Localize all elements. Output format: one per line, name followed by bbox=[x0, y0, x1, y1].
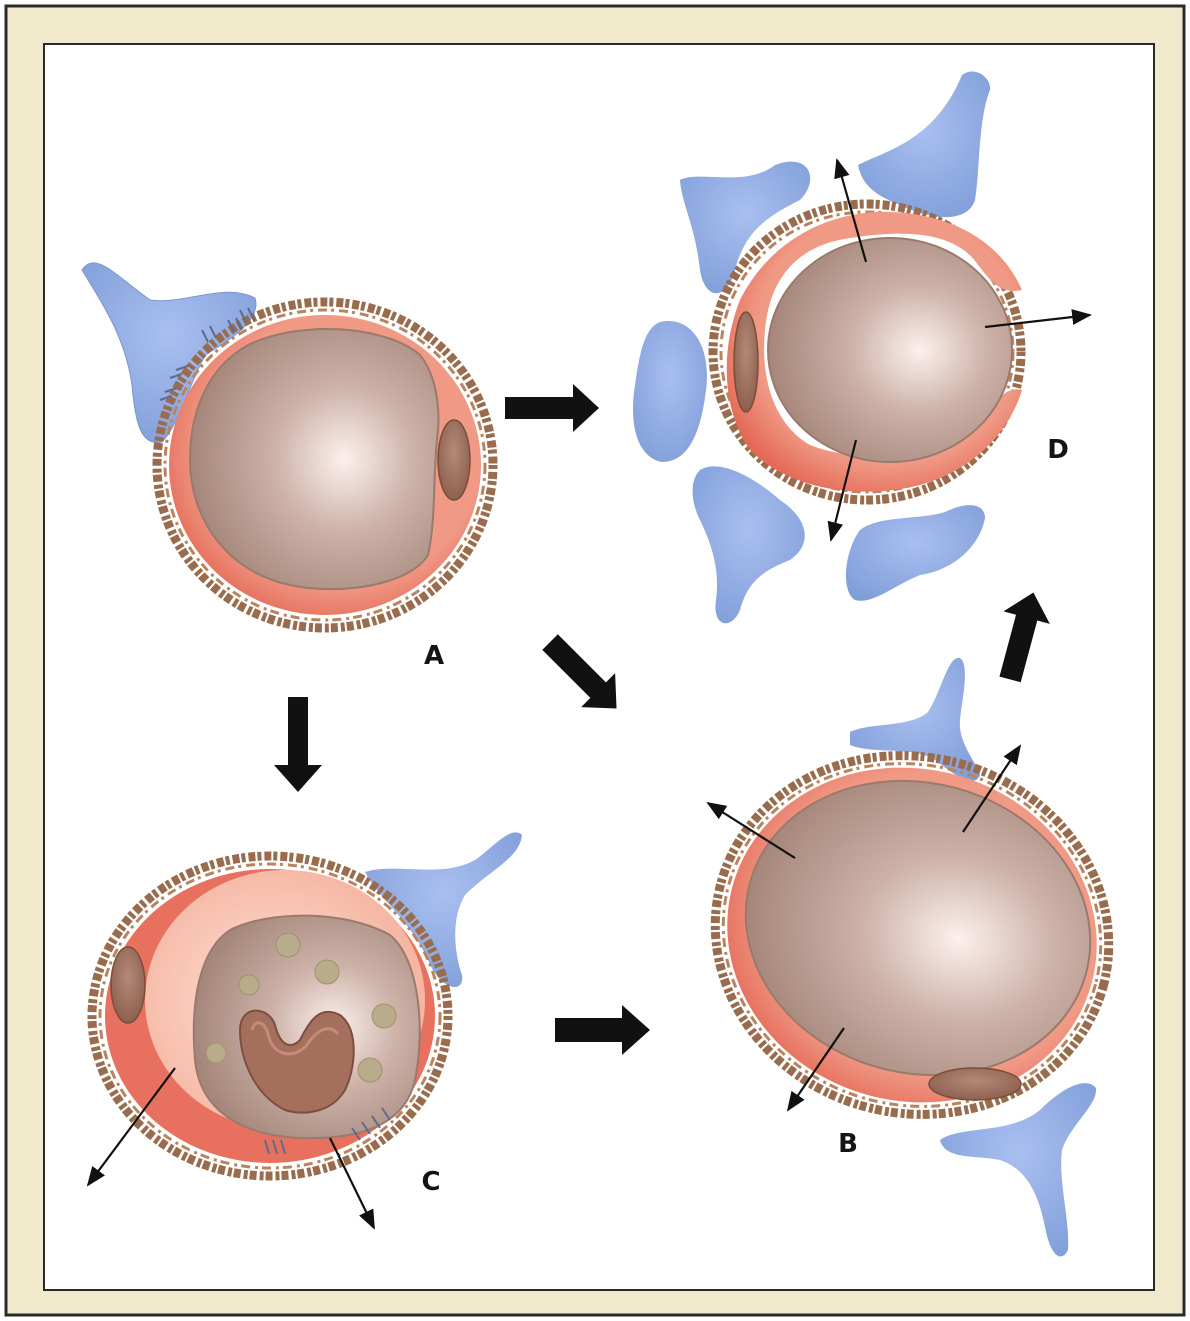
cell-body-d bbox=[768, 238, 1012, 462]
capsule-a bbox=[438, 420, 470, 500]
capsule-d bbox=[734, 312, 758, 412]
label-c: C bbox=[421, 1167, 440, 1197]
cell-body-a bbox=[190, 329, 438, 589]
label-a: A bbox=[424, 641, 444, 671]
label-b: B bbox=[838, 1129, 858, 1159]
label-d: D bbox=[1047, 435, 1069, 465]
capsule-c bbox=[111, 947, 145, 1023]
capsule-b bbox=[929, 1068, 1021, 1100]
